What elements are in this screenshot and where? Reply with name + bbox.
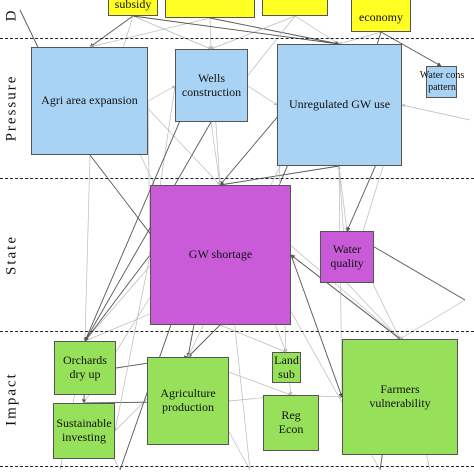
causal-link <box>210 121 222 186</box>
causal-link <box>290 254 343 398</box>
node-unregulated-gw-use: Unregulated GW use <box>277 44 402 166</box>
causal-link <box>294 15 340 45</box>
node-driver-2 <box>165 0 255 18</box>
node-reg-econ: Reg Econ <box>263 395 319 451</box>
causal-link <box>147 85 176 102</box>
band-label-impact: Impact <box>3 372 20 426</box>
causal-link <box>132 15 212 50</box>
node-water-cons-pattern: Water cons pattern <box>420 66 464 98</box>
node-wells-construction: Wells construction <box>175 49 248 122</box>
causal-link <box>338 165 349 232</box>
causal-link <box>219 324 287 353</box>
causal-link <box>290 254 401 340</box>
driver-pressure-divider <box>0 38 474 39</box>
causal-link <box>89 15 134 48</box>
node-farmers-vulnerability: Farmers vulnerability <box>342 339 458 455</box>
impact-response-divider <box>0 466 474 467</box>
node-economy: economy <box>351 0 411 32</box>
pressure-state-divider <box>0 178 474 179</box>
node-land-sub: Land sub <box>272 352 301 383</box>
node-agri-area-expansion: Agri area expansion <box>31 47 148 155</box>
causal-link <box>84 121 212 342</box>
causal-link <box>113 254 151 432</box>
node-driver-3 <box>262 0 328 16</box>
node-orchards-dry-up: Orchards dry up <box>54 341 116 395</box>
causal-link <box>209 17 340 46</box>
band-label-driver: D <box>3 8 20 22</box>
causal-link <box>187 324 221 358</box>
causal-link <box>83 154 91 342</box>
causal-link <box>89 17 211 49</box>
band-label-pressure: Pressure <box>3 74 20 142</box>
node-subsidy: subsidy <box>108 0 158 16</box>
causal-link <box>380 31 442 67</box>
band-label-state: State <box>3 235 20 275</box>
causal-link <box>346 282 401 340</box>
node-agriculture-production: Agriculture production <box>147 357 229 445</box>
node-water-quality: Water quality <box>320 231 374 283</box>
causal-link <box>247 85 278 106</box>
state-impact-divider <box>0 331 474 332</box>
causal-link <box>401 103 471 121</box>
causal-link <box>209 17 213 50</box>
causal-link <box>84 254 151 342</box>
causal-link <box>399 299 466 340</box>
node-sustainable-investing: Sustainable investing <box>53 403 115 459</box>
causal-link <box>132 15 340 46</box>
node-gw-shortage: GW shortage <box>150 185 291 325</box>
